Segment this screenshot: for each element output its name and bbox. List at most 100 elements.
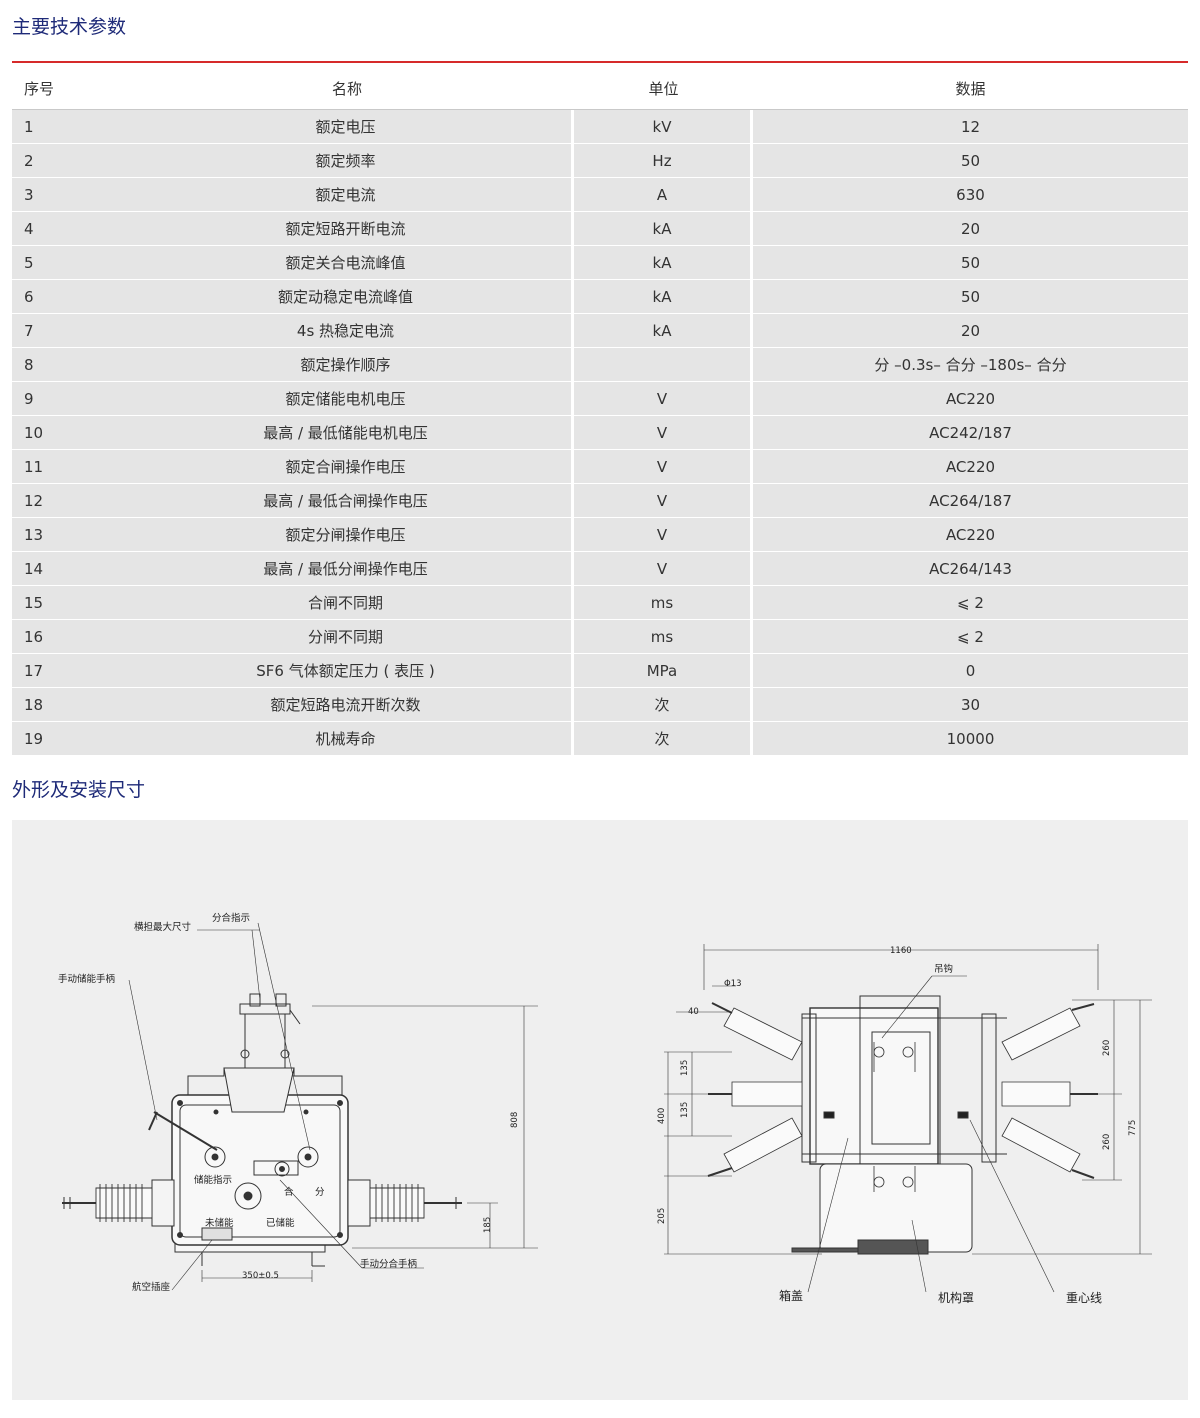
header-index: 序号	[12, 67, 120, 110]
cell-unit: ms	[574, 620, 753, 654]
cell-name: SF6 气体额定压力 ( 表压 )	[120, 654, 574, 688]
cell-value: 12	[753, 110, 1188, 144]
cell-value: 10000	[753, 722, 1188, 756]
cell-value: 30	[753, 688, 1188, 722]
cell-unit: kA	[574, 280, 753, 314]
section-title-dimensions: 外形及安装尺寸	[12, 779, 146, 801]
cell-value: 50	[753, 144, 1188, 178]
label-mech-cover: 机构罩	[938, 1290, 974, 1305]
label-gravity-line: 重心线	[1066, 1291, 1102, 1305]
cell-index: 14	[12, 552, 120, 586]
cell-index: 1	[12, 110, 120, 144]
dim-185: 185	[483, 1217, 493, 1233]
label-charge-indicator: 储能指示	[194, 1174, 232, 1186]
header-name: 名称	[120, 67, 574, 110]
cell-unit	[574, 348, 753, 382]
cell-name: 最高 / 最低合闸操作电压	[120, 484, 574, 518]
cell-value: AC220	[753, 518, 1188, 552]
section-title-specs: 主要技术参数	[12, 16, 127, 38]
dim-808: 808	[510, 1112, 520, 1128]
cell-name: 额定关合电流峰值	[120, 246, 574, 280]
cell-index: 4	[12, 212, 120, 246]
label-cover: 箱盖	[779, 1288, 803, 1303]
cell-value: AC242/187	[753, 416, 1188, 450]
dim-40: 40	[688, 1007, 699, 1017]
cell-name: 额定电流	[120, 178, 574, 212]
dim-phi13: Φ13	[724, 979, 742, 989]
dim-775: 775	[1128, 1120, 1138, 1136]
side-view: 1160 Φ13 40 135 135 400 205 260 260 775 …	[657, 944, 1152, 1305]
cell-unit: 次	[574, 688, 753, 722]
cell-unit: V	[574, 518, 753, 552]
front-view: 808 185 350±0.5 横担最大尺寸 分合指示 手动储能手柄 储能指示 …	[58, 912, 538, 1293]
cell-index: 9	[12, 382, 120, 416]
cell-name: 额定短路电流开断次数	[120, 688, 574, 722]
cell-value: 20	[753, 212, 1188, 246]
label-hook: 吊钩	[934, 963, 953, 975]
cell-index: 8	[12, 348, 120, 382]
cell-index: 3	[12, 178, 120, 212]
cell-unit: kV	[574, 110, 753, 144]
cell-index: 2	[12, 144, 120, 178]
dim-135a: 135	[680, 1060, 690, 1076]
cell-value: ⩽ 2	[753, 620, 1188, 654]
cell-unit: ms	[574, 586, 753, 620]
cell-name: 分闸不同期	[120, 620, 574, 654]
cell-name: 额定短路开断电流	[120, 212, 574, 246]
cell-index: 7	[12, 314, 120, 348]
dim-400: 400	[657, 1108, 667, 1124]
dim-260a: 260	[1102, 1040, 1112, 1056]
cell-value: AC220	[753, 382, 1188, 416]
cell-unit: 次	[574, 722, 753, 756]
cell-value: 630	[753, 178, 1188, 212]
cell-name: 4s 热稳定电流	[120, 314, 574, 348]
cell-index: 11	[12, 450, 120, 484]
cell-index: 13	[12, 518, 120, 552]
cell-unit: A	[574, 178, 753, 212]
cell-name: 额定分闸操作电压	[120, 518, 574, 552]
cell-value: AC264/187	[753, 484, 1188, 518]
label-aviation-socket: 航空插座	[132, 1281, 171, 1293]
cell-unit: kA	[574, 212, 753, 246]
label-open: 分	[315, 1187, 325, 1198]
cell-name: 最高 / 最低储能电机电压	[120, 416, 574, 450]
cell-unit: V	[574, 484, 753, 518]
cell-unit: V	[574, 416, 753, 450]
label-charged: 已储能	[266, 1217, 295, 1229]
cell-value: 50	[753, 246, 1188, 280]
cell-value: 0	[753, 654, 1188, 688]
cell-unit: MPa	[574, 654, 753, 688]
cell-index: 5	[12, 246, 120, 280]
cell-unit: Hz	[574, 144, 753, 178]
cell-value: 20	[753, 314, 1188, 348]
cell-value: AC220	[753, 450, 1188, 484]
title-divider	[12, 61, 1188, 63]
table-header-row: 序号 名称 单位 数据	[12, 67, 1188, 110]
cell-name: 额定储能电机电压	[120, 382, 574, 416]
label-indicator: 分合指示	[212, 912, 250, 924]
dim-135b: 135	[680, 1102, 690, 1118]
cell-value: ⩽ 2	[753, 586, 1188, 620]
cell-unit: V	[574, 382, 753, 416]
cell-name: 额定动稳定电流峰值	[120, 280, 574, 314]
cell-name: 额定电压	[120, 110, 574, 144]
cell-unit: V	[574, 450, 753, 484]
label-close: 合	[284, 1186, 294, 1198]
cell-name: 额定合闸操作电压	[120, 450, 574, 484]
cell-index: 18	[12, 688, 120, 722]
